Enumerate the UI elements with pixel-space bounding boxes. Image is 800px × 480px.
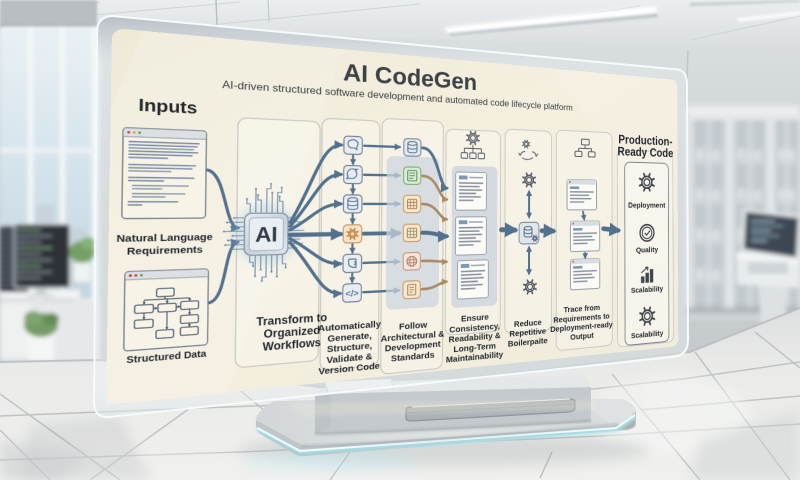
svg-text:Inputs: Inputs [138, 96, 197, 118]
svg-text:Development: Development [385, 338, 441, 353]
svg-text:Long-Term: Long-Term [453, 340, 495, 354]
svg-text:</>: </> [345, 289, 359, 299]
svg-text:Follow: Follow [399, 319, 428, 332]
svg-text:Workflows: Workflows [262, 336, 321, 353]
svg-text:Structure,: Structure, [327, 340, 372, 355]
svg-text:Requirements to: Requirements to [553, 311, 609, 325]
svg-text:Output: Output [570, 330, 593, 342]
svg-text:Ready Code: Ready Code [617, 145, 673, 160]
svg-text:Scalability: Scalability [631, 328, 664, 340]
svg-text:Validate &: Validate & [326, 350, 372, 365]
svg-text:Boilerpaite: Boilerpaite [508, 335, 548, 348]
svg-text:Deployment: Deployment [628, 201, 665, 210]
svg-text:Trace from: Trace from [564, 303, 601, 315]
svg-text:AI: AI [255, 223, 278, 246]
svg-text:Repetitive: Repetitive [509, 326, 546, 339]
svg-text:Production-: Production- [618, 133, 672, 148]
svg-text:Organized: Organized [263, 324, 320, 340]
svg-text:Quality: Quality [636, 245, 658, 255]
svg-text:Standards: Standards [391, 349, 435, 364]
svg-text:Transform to: Transform to [256, 311, 327, 328]
svg-text:Scalability: Scalability [631, 284, 663, 295]
svg-text:Ensure: Ensure [461, 312, 489, 324]
svg-text:Readability &: Readability & [448, 330, 500, 345]
svg-text:Reduce: Reduce [514, 317, 542, 329]
svg-text:Requirements: Requirements [127, 245, 203, 257]
svg-text:Consistency,: Consistency, [449, 321, 500, 335]
svg-text:Natural Language: Natural Language [116, 232, 212, 244]
svg-text:Automatically: Automatically [318, 319, 381, 335]
svg-text:Generate,: Generate, [327, 330, 371, 344]
